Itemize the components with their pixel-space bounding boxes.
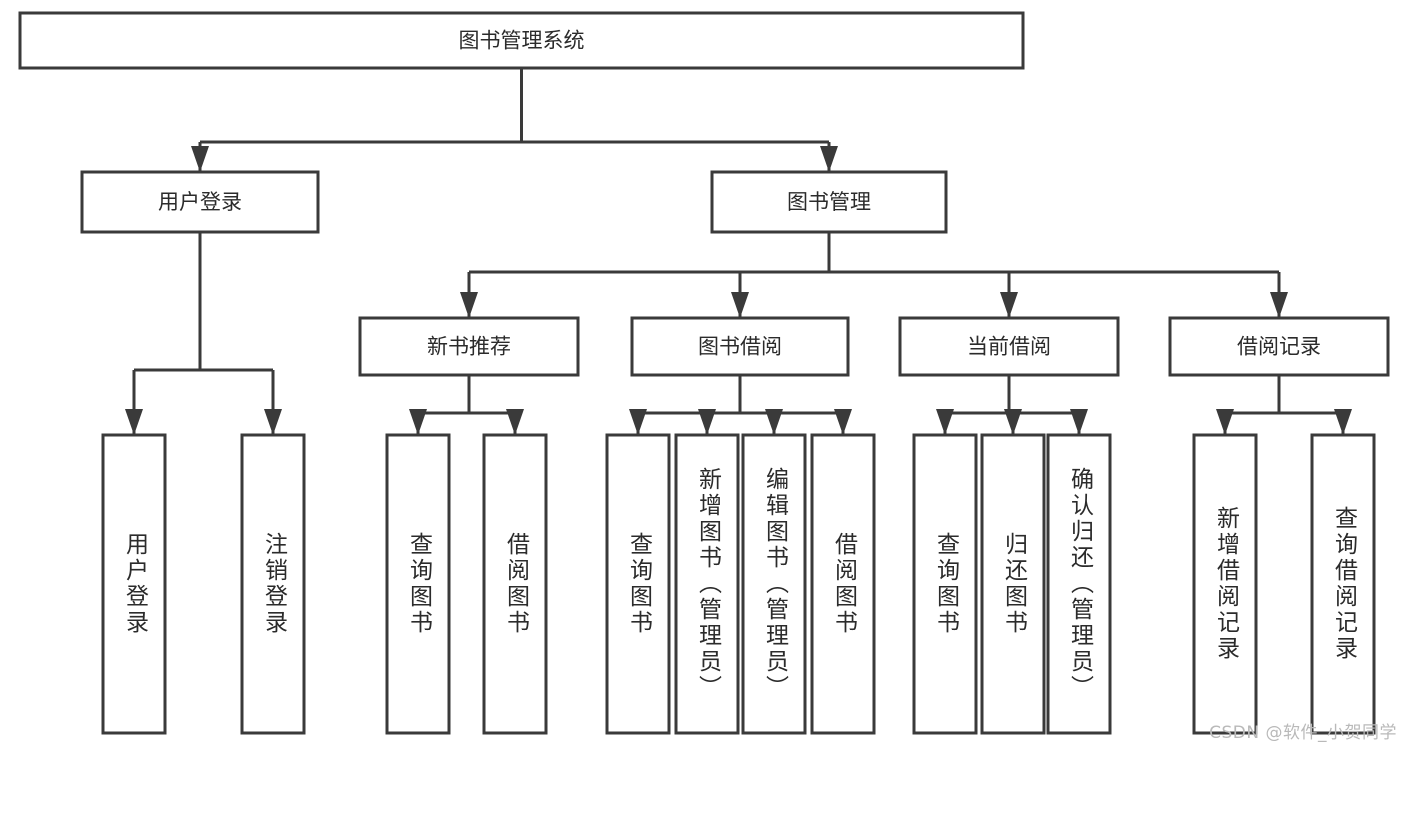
arrow-head-book-management-to-borrow-record <box>1270 292 1288 318</box>
node-leaf-add-record <box>1192 433 1258 735</box>
node-current-borrow <box>898 316 1120 377</box>
arrow-head-borrow-record-to-leaf-query-record <box>1334 409 1352 435</box>
book-management-system-tree-diagram: 图书管理系统用户登录图书管理新书推荐图书借阅当前借阅借阅记录 用户登录注销登录查… <box>18 11 1397 743</box>
node-book-borrow-label: 图书借阅 <box>698 335 782 359</box>
node-user-login <box>80 170 320 234</box>
node-current-borrow-label: 当前借阅 <box>967 335 1051 359</box>
node-root <box>18 11 1025 70</box>
node-leaf-borrow-book-2 <box>810 433 876 735</box>
arrow-head-book-management-to-book-borrow <box>731 292 749 318</box>
node-new-book-recommend-label: 新书推荐 <box>427 335 511 359</box>
arrow-head-root-to-book-management <box>820 146 838 172</box>
node-book-management-label: 图书管理 <box>787 190 871 214</box>
node-book-management <box>710 170 948 234</box>
node-leaf-logout <box>240 433 306 735</box>
arrow-head-new-book-recommend-to-leaf-query-book-1 <box>409 409 427 435</box>
node-leaf-confirm-return <box>1046 433 1112 735</box>
arrow-head-new-book-recommend-to-leaf-borrow-book-1 <box>506 409 524 435</box>
arrow-head-user-login-to-leaf-logout <box>264 409 282 435</box>
watermark-text: CSDN @软件_小贺同学 <box>1209 723 1397 743</box>
node-leaf-query-record <box>1310 433 1376 735</box>
node-leaf-query-book-3 <box>912 433 978 735</box>
node-book-borrow <box>630 316 850 377</box>
arrow-head-book-borrow-to-leaf-edit-book <box>765 409 783 435</box>
node-leaf-borrow-book-1 <box>482 433 548 735</box>
node-new-book-recommend <box>358 316 580 377</box>
arrow-head-current-borrow-to-leaf-confirm-return <box>1070 409 1088 435</box>
node-leaf-user-login <box>101 433 167 735</box>
node-leaf-query-book-2 <box>605 433 671 735</box>
arrow-head-book-borrow-to-leaf-add-book <box>698 409 716 435</box>
connector-layer <box>125 68 1352 435</box>
arrow-head-current-borrow-to-leaf-return-book <box>1004 409 1022 435</box>
arrow-head-book-management-to-new-book-recommend <box>460 292 478 318</box>
arrow-head-book-management-to-current-borrow <box>1000 292 1018 318</box>
arrow-head-book-borrow-to-leaf-query-book-2 <box>629 409 647 435</box>
node-borrow-record-label: 借阅记录 <box>1237 335 1321 359</box>
node-leaf-edit-book <box>741 433 807 735</box>
arrow-head-user-login-to-leaf-user-login <box>125 409 143 435</box>
node-leaf-return-book <box>980 433 1046 735</box>
node-leaf-add-book <box>674 433 740 735</box>
node-user-login-label: 用户登录 <box>158 190 242 214</box>
node-root-label: 图书管理系统 <box>459 29 585 53</box>
arrow-head-current-borrow-to-leaf-query-book-3 <box>936 409 954 435</box>
arrow-head-borrow-record-to-leaf-add-record <box>1216 409 1234 435</box>
arrow-head-book-borrow-to-leaf-borrow-book-2 <box>834 409 852 435</box>
arrow-head-root-to-user-login <box>191 146 209 172</box>
node-leaf-query-book-1 <box>385 433 451 735</box>
node-borrow-record <box>1168 316 1390 377</box>
